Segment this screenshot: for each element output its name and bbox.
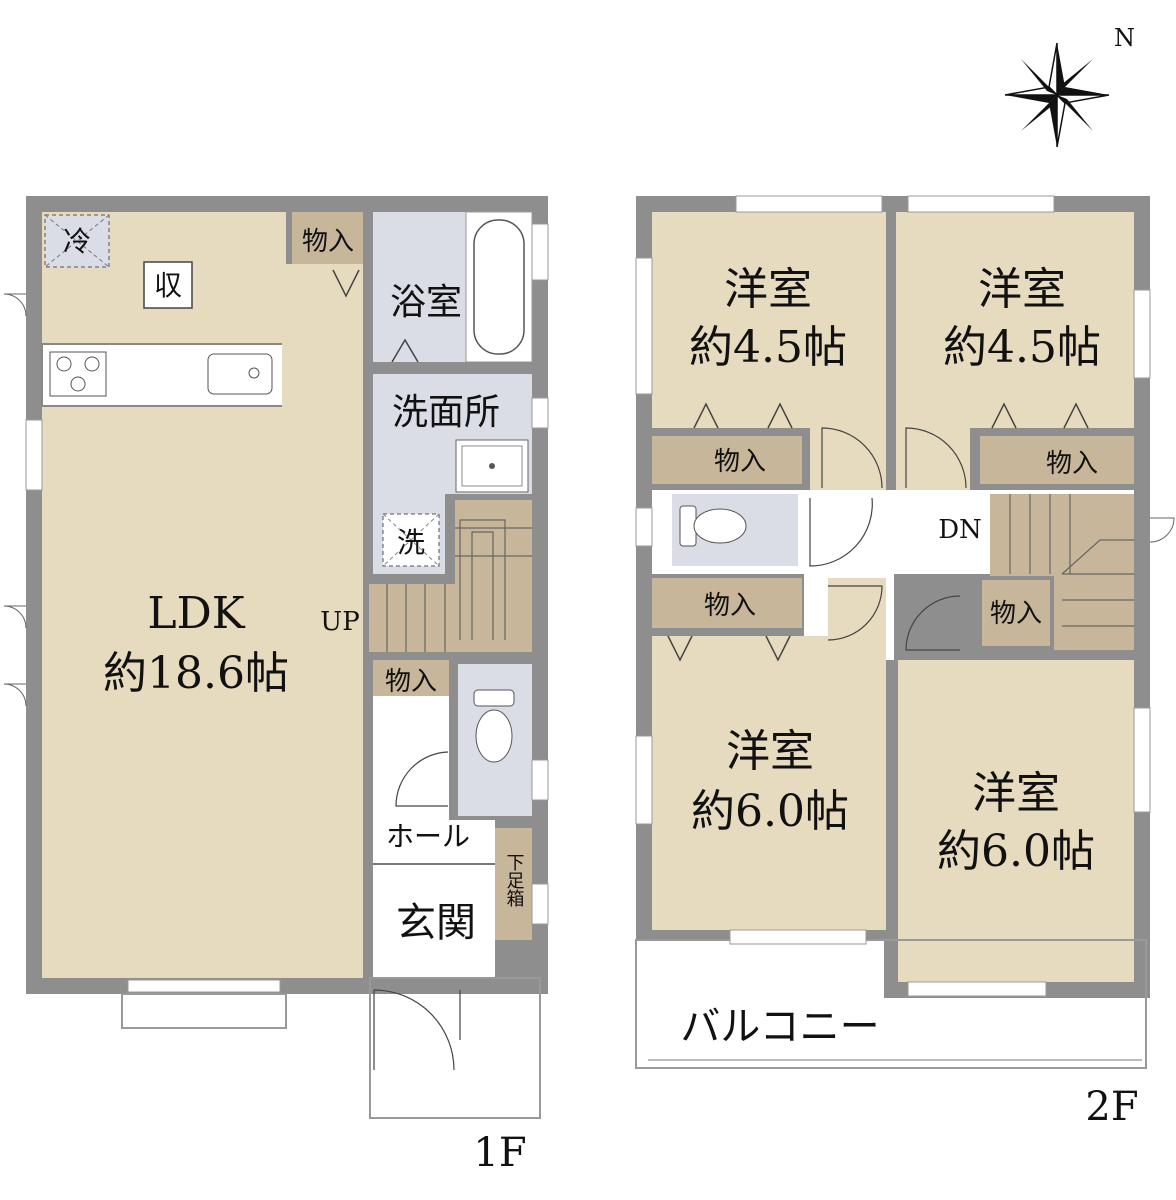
shoe-box (495, 828, 532, 940)
room-ne-name: 洋室 (978, 264, 1066, 315)
closet-nw (652, 436, 802, 484)
balcony-label: バルコニー (680, 1004, 879, 1050)
room-se (898, 660, 1134, 982)
room-ne-size: 約4.5帖 (943, 322, 1101, 373)
room-sw-size: 約6.0帖 (691, 786, 849, 837)
kitchen-closet-label: 物入 (302, 227, 354, 257)
room-ne (896, 212, 1134, 428)
kitchen-closet (292, 212, 363, 264)
floor2-label: 2F (1085, 1084, 1138, 1130)
bathtub-icon (473, 219, 525, 355)
closet-nw-label: 物入 (714, 447, 766, 477)
room-nw-size: 約4.5帖 (689, 322, 847, 373)
closet-ne (980, 436, 1134, 484)
toilet-icon (473, 689, 515, 707)
room-nw (652, 212, 886, 428)
refrigerator-space (44, 214, 110, 268)
stairs-down-label: DN (938, 515, 982, 545)
storage-label: 収 (154, 269, 182, 302)
ldk-size: 約18.6帖 (103, 648, 289, 699)
bathroom-label: 浴室 (390, 282, 462, 323)
floor1-label: 1F (473, 1130, 526, 1176)
hall-label: ホール (386, 820, 470, 853)
kitchen-sink-icon (207, 353, 273, 395)
closet-mid (652, 578, 802, 628)
floor-2: 洋室 約4.5帖 洋室 約4.5帖 物入 物入 DN 物入 物入 洋室 約6.0… (635, 195, 1175, 1130)
hall-closet-label: 物入 (385, 667, 437, 697)
storage-box (143, 261, 193, 309)
closet-ne-label: 物入 (1046, 449, 1098, 479)
shoe-box-label: 下足箱 (504, 853, 525, 907)
washer-label: 洗 (397, 526, 425, 559)
washroom-label: 洗面所 (392, 392, 500, 433)
stairs-up-label: UP (320, 607, 359, 637)
hall-closet (373, 660, 449, 696)
balcony (635, 939, 1147, 1069)
closet-stair (978, 576, 1054, 650)
entrance (373, 864, 495, 978)
ldk-name: LDK (147, 588, 245, 639)
compass-rose-icon (1004, 42, 1110, 148)
room-se-size: 約6.0帖 (937, 826, 1095, 877)
closet-mid-label: 物入 (704, 591, 756, 621)
entrance-label: 玄関 (396, 900, 476, 946)
f2-toilet-icon (693, 508, 747, 544)
refrigerator-label: 冷 (63, 225, 91, 258)
room-sw (652, 636, 886, 930)
porch (369, 977, 541, 1119)
room-se-name: 洋室 (972, 768, 1060, 819)
stove-icon (49, 351, 107, 397)
closet-stair-label: 物入 (990, 599, 1042, 629)
room-nw-name: 洋室 (724, 264, 812, 315)
compass-north-label: N (1114, 24, 1135, 52)
hall (373, 696, 449, 864)
room-sw-name: 洋室 (726, 726, 814, 777)
floor-1: 冷 収 物入 浴室 洗面所 洗 UP LDK 約18.6帖 物入 ホール 玄関 … (3, 196, 549, 1176)
